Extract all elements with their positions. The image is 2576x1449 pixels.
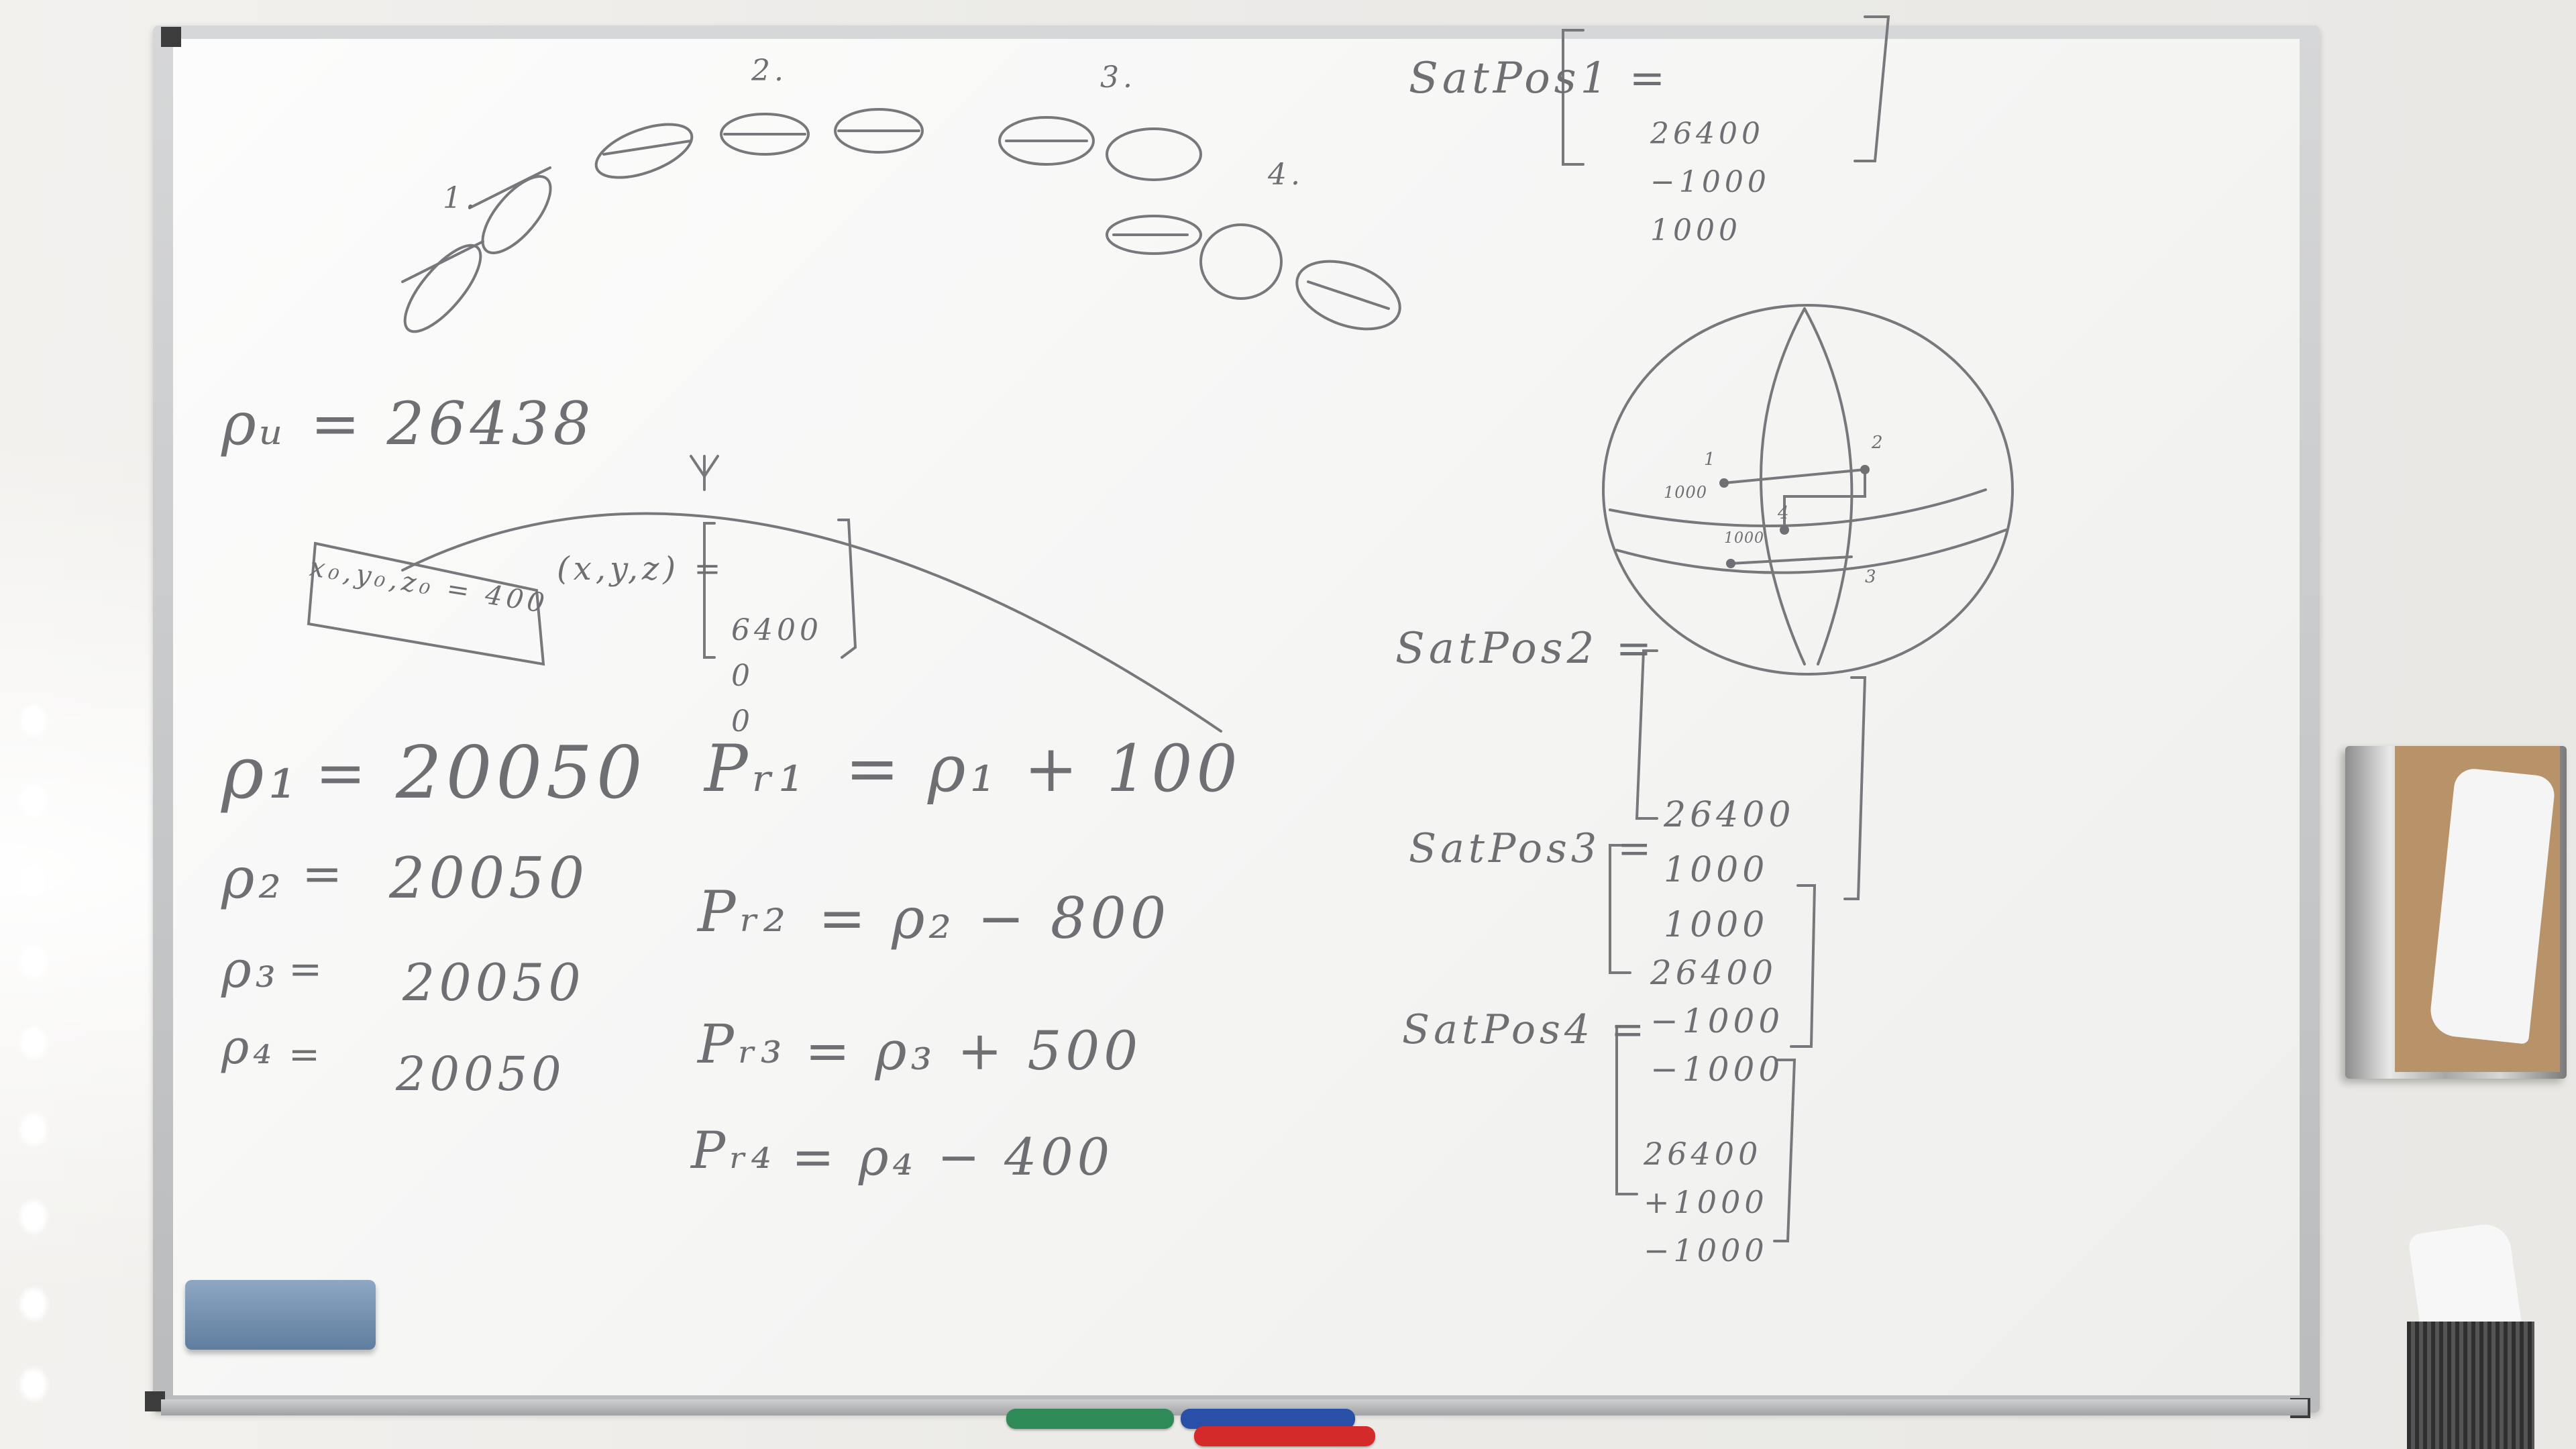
pr-1-name: Pᵣ₁ (704, 731, 808, 806)
pr-2-name: Pᵣ₂ (698, 879, 790, 945)
satellite-doodle (481, 175, 552, 254)
equals-sign: = (302, 845, 347, 902)
globe-label-3: 3 (1865, 567, 1877, 587)
light-reflection (20, 785, 47, 817)
pr-4-expression: = ρ₄ − 400 (792, 1127, 1114, 1187)
satellite-doodle (998, 116, 1095, 166)
equals-sign: = (288, 946, 327, 993)
rho-4-name: ρ₄ (221, 1020, 276, 1075)
receiver-position-label: (x,y,z) = (557, 550, 725, 588)
red-marker[interactable] (1194, 1426, 1375, 1446)
orbit-label-3: 3. (1100, 60, 1136, 95)
globe-label-2: 2 (1872, 433, 1884, 453)
boxed-note-outline (307, 541, 545, 666)
frame-corner (161, 27, 181, 47)
whiteboard-surface (173, 39, 2300, 1395)
light-reflection (20, 704, 47, 737)
rho-2-value: 20050 (389, 845, 589, 911)
equals-sign: = (288, 1033, 324, 1077)
antenna-icon (690, 455, 719, 491)
globe-label-1000: 1000 (1724, 530, 1764, 547)
rho-3-value: 20050 (402, 953, 585, 1012)
rho-u-equation: ρᵤ = 26438 (221, 389, 595, 458)
pr-2-expression: = ρ₂ − 800 (818, 885, 1171, 951)
globe-outline (1602, 304, 2014, 676)
green-marker[interactable] (1006, 1409, 1174, 1429)
vector-bracket (703, 519, 857, 659)
satellite-doodle-lines (401, 129, 1390, 310)
light-reflection (20, 1026, 47, 1059)
orbit-label-4: 4. (1268, 158, 1304, 192)
light-reflection (20, 1368, 47, 1401)
equals-sign: = (315, 738, 370, 808)
rho-1-value: 20050 (396, 731, 647, 815)
satellite-doodle (1106, 127, 1202, 181)
satellite-doodle (834, 108, 924, 154)
globe-point (1719, 478, 1729, 488)
light-reflection (20, 1288, 47, 1320)
sat-pos-3-label: SatPos3 = (1409, 825, 1656, 872)
board-eraser[interactable] (185, 1280, 376, 1350)
globe-latitude (1609, 488, 2007, 574)
satellite-doodle (720, 113, 810, 156)
waste-bin (2407, 1322, 2534, 1449)
orbit-label-2: 2. (751, 54, 788, 88)
globe-point (1780, 525, 1789, 535)
pr-4-name: Pᵣ₄ (691, 1120, 775, 1180)
sat-pos-4-vector: 26400+1000−1000 (1644, 1136, 1768, 1269)
globe-grid-lines (1723, 468, 1866, 565)
globe-label-1: 1 (1704, 449, 1716, 470)
light-reflection (20, 1201, 47, 1233)
globe-point (1726, 559, 1735, 568)
sat-pos-2-label: SatPos2 = (1395, 624, 1656, 674)
rho-3-name: ρ₃ (221, 939, 280, 999)
pr-3-expression: = ρ₃ + 500 (805, 1020, 1142, 1082)
globe-label-1000: 1000 (1664, 483, 1708, 502)
globe-meridian (1760, 307, 1854, 665)
light-reflection (20, 865, 47, 898)
light-reflection (20, 1114, 47, 1146)
orbit-label-1: 1. (443, 181, 479, 215)
light-reflection (20, 946, 47, 978)
vector-bracket (1615, 1025, 1796, 1242)
satellite-doodle (1295, 260, 1401, 331)
earth-surface-arc (401, 512, 1222, 733)
sat-pos-4-label: SatPos4 = (1402, 1006, 1649, 1053)
vector-bracket (1635, 649, 1867, 900)
satellite-doodle (403, 244, 482, 333)
vector-bracket (1562, 15, 1890, 166)
vector-bracket (1609, 844, 1817, 1048)
globe-label-4: 4 (1778, 503, 1790, 523)
globe-point (1860, 465, 1870, 474)
rho-2-name: ρ₂ (221, 845, 286, 911)
satellite-doodle (1199, 223, 1283, 300)
pr-3-name: Pᵣ₃ (698, 1013, 786, 1075)
blue-marker[interactable] (1181, 1409, 1355, 1429)
pr-1-expression: = ρ₁ + 100 (845, 731, 1242, 806)
rho-1-name: ρ₁ (221, 731, 301, 815)
sat-pos-1-label: SatPos1 = (1409, 54, 1670, 103)
sat-pos-3-vector: 26400−1000−1000 (1650, 953, 1784, 1089)
rho-4-value: 20050 (396, 1046, 566, 1102)
satellite-doodle (594, 123, 694, 179)
satellite-doodle (1106, 215, 1202, 255)
